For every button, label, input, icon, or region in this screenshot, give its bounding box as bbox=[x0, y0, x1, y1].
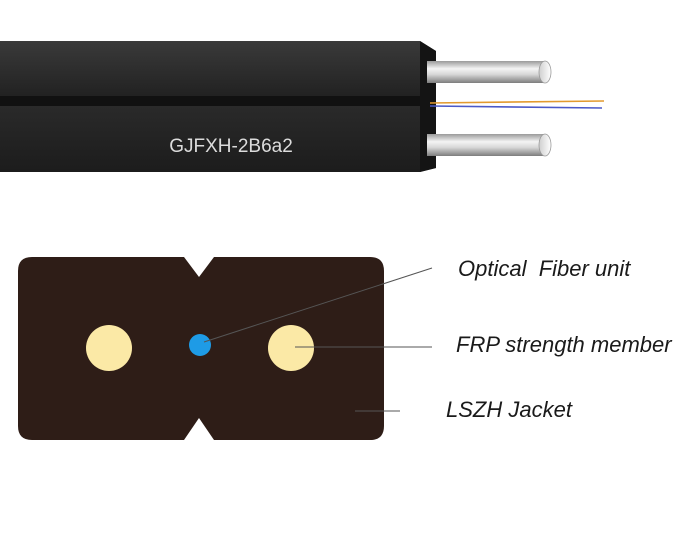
cable-groove bbox=[0, 96, 436, 106]
strength-rod-top bbox=[427, 60, 552, 84]
optical-fiber-orange bbox=[429, 100, 605, 104]
optical-fiber-core bbox=[189, 334, 211, 356]
label-optical-fiber-unit: Optical Fiber unit bbox=[458, 256, 631, 281]
cable-side-view: GJFXH-2B6a2 bbox=[0, 41, 605, 172]
labels: Optical Fiber unit FRP strength member L… bbox=[446, 256, 673, 422]
frp-strength-member-right bbox=[268, 325, 314, 371]
label-frp-strength-member: FRP strength member bbox=[456, 332, 673, 357]
cable-jacket-bottom bbox=[0, 106, 436, 172]
cable-print-text: GJFXH-2B6a2 bbox=[169, 136, 293, 157]
strength-rod-bottom bbox=[427, 133, 552, 157]
cable-jacket-top bbox=[0, 41, 436, 100]
label-lszh-jacket: LSZH Jacket bbox=[446, 397, 573, 422]
leader-lines bbox=[203, 267, 433, 412]
optical-fiber-blue bbox=[429, 105, 603, 109]
frp-strength-member-left bbox=[86, 325, 132, 371]
leader-line-fiber bbox=[203, 267, 433, 343]
cable-cross-section bbox=[18, 257, 384, 440]
